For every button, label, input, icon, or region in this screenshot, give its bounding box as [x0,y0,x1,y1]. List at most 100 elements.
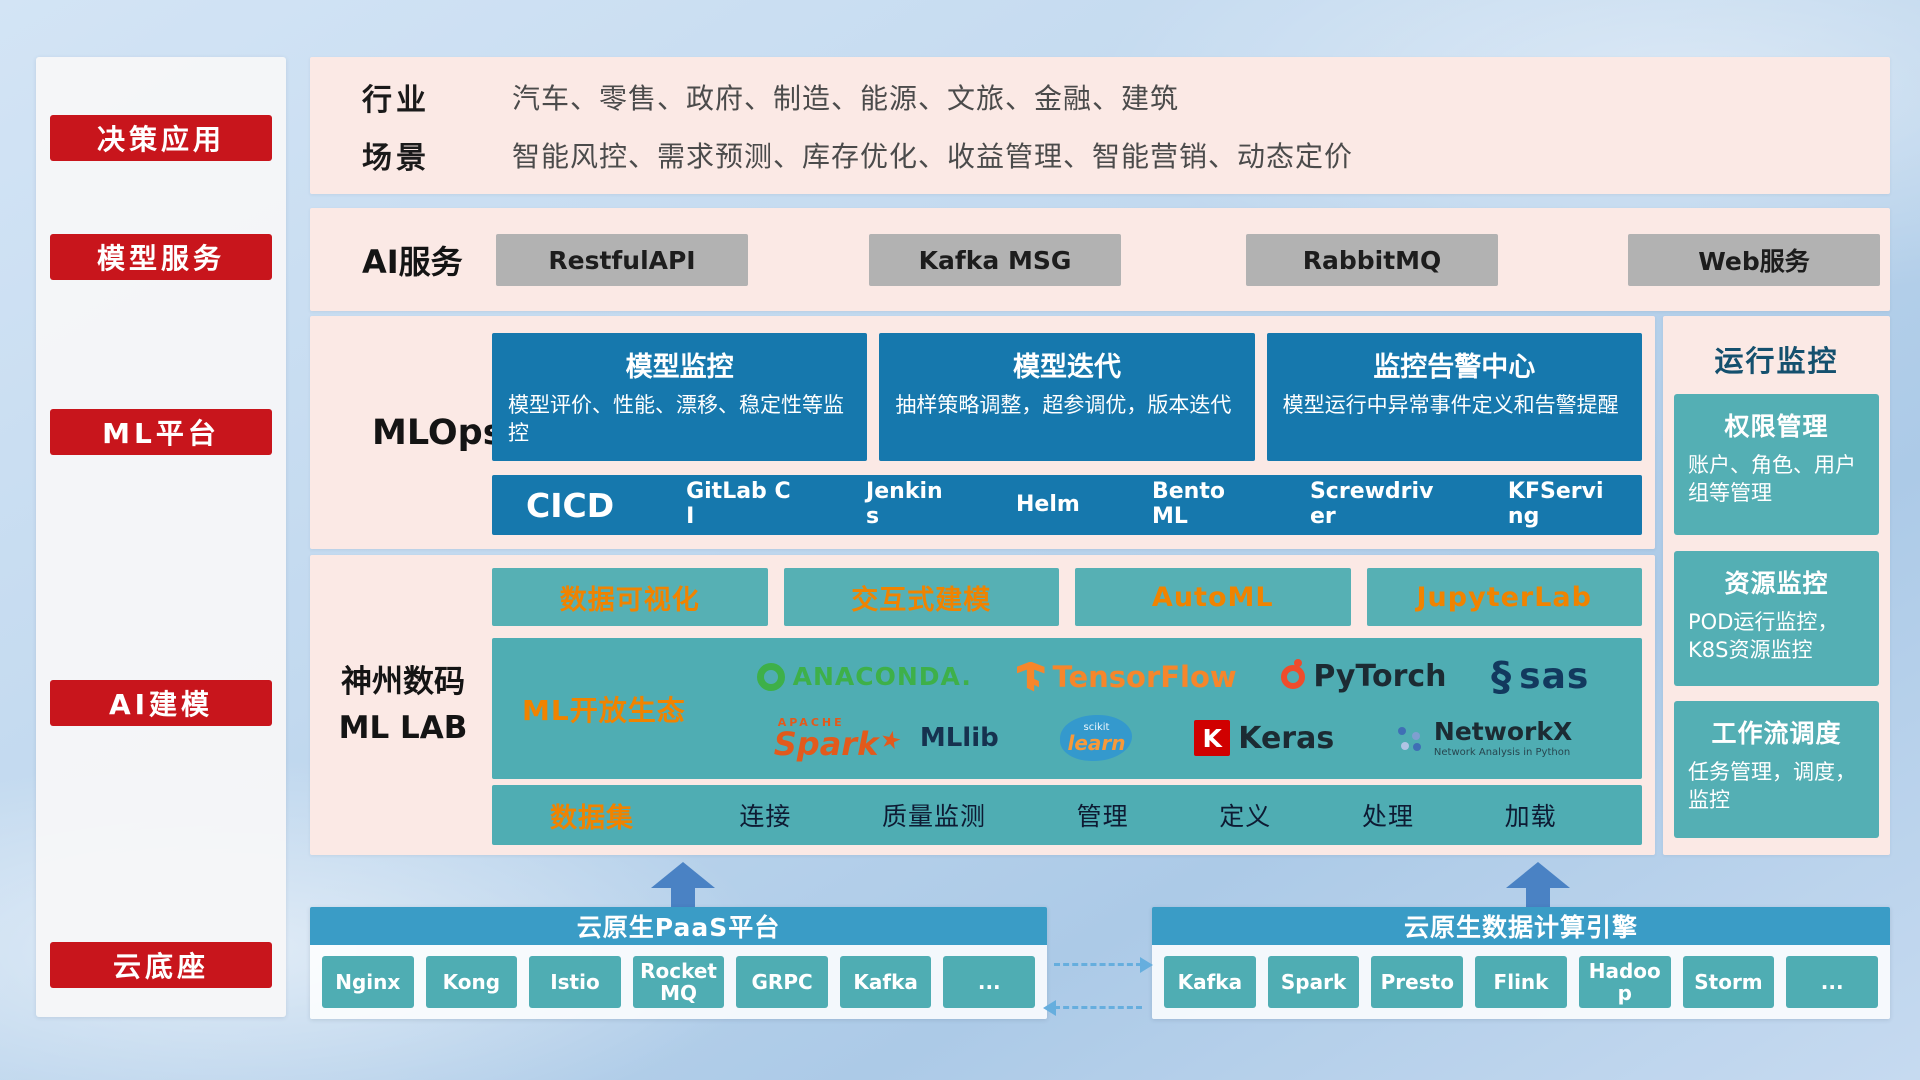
card-desc: 任务管理，调度，监控 [1688,760,1856,813]
sidebar-item-model-service[interactable]: 模型服务 [50,234,272,280]
service-chip-web[interactable]: Web服务 [1628,234,1880,286]
cicd-label: CICD [526,485,615,525]
scenario-row: 场景 智能风控、需求预测、库存优化、收益管理、智能营销、动态定价 [362,131,1866,179]
tensorflow-icon [1016,661,1045,692]
paas-chip-grpc[interactable]: GRPC [736,956,828,1008]
ai-service-panel: AI服务 RestfulAPI Kafka MSG RabbitMQ Web服务 [310,208,1890,311]
anaconda-logo: ANACONDA. [756,662,972,691]
dataset-item-connect: 连接 [739,802,792,831]
paas-body: Nginx Kong Istio RocketMQ GRPC Kafka ... [310,945,1047,1019]
tool-interactive-modeling[interactable]: 交互式建模 [783,568,1059,626]
paas-chip-istio[interactable]: Istio [529,956,621,1008]
scikit-learn-logo: scikit learn [1060,715,1133,761]
service-chip-restfulapi[interactable]: RestfulAPI [496,234,748,286]
industry-value: 汽车、零售、政府、制造、能源、文旅、金融、建筑 [512,82,1180,115]
run-monitoring-panel: 运行监控 权限管理 账户、角色、用户组等管理 资源监控 POD运行监控，K8S资… [1663,316,1890,855]
paas-chip-kafka[interactable]: Kafka [839,956,932,1008]
card-title: 权限管理 [1724,412,1829,441]
dataset-bar: 数据集 连接 质量监测 管理 定义 处理 加载 [492,785,1642,845]
sas-swoosh-icon: § [1491,653,1512,700]
cicd-bar: CICD GitLab CI Jenkins Helm BentoML Scre… [492,475,1642,535]
card-desc: POD运行监控，K8S资源监控 [1688,610,1839,663]
service-chip-rabbitmq[interactable]: RabbitMQ [1246,234,1498,286]
engine-chip-spark[interactable]: Spark [1267,956,1360,1008]
sas-logo: § sas [1491,656,1589,697]
logo-row-2: APACHE Spark ★ MLlib scikit learn [712,715,1634,761]
card-title: 模型监控 [625,352,734,383]
dataset-label: 数据集 [550,802,634,834]
sas-text: sas [1519,656,1590,697]
tool-data-visualization[interactable]: 数据可视化 [492,568,768,626]
card-desc: 模型评价、性能、漂移、稳定性等监控 [508,393,844,446]
engine-chip-hadoop[interactable]: Hadoop [1578,956,1671,1008]
engine-chip-kafka[interactable]: Kafka [1164,956,1256,1008]
spark-star-icon: ★ [877,723,905,756]
keras-icon: K [1194,720,1231,756]
sidebar-item-ml-platform[interactable]: ML平台 [50,409,272,455]
industry-row: 行业 汽车、零售、政府、制造、能源、文旅、金融、建筑 [362,73,1866,121]
networkx-text: NetworkX [1433,716,1573,746]
paas-chip-nginx[interactable]: Nginx [322,956,414,1008]
paas-chip-rocketmq[interactable]: RocketMQ [632,956,725,1008]
mlops-panel: MLOps 模型监控 模型评价、性能、漂移、稳定性等监控 模型迭代 抽样策略调整… [310,316,1655,549]
spark-wordmark: APACHE Spark ★ [773,717,905,763]
tensorflow-logo: TensorFlow [1016,659,1237,694]
dataset-item-manage: 管理 [1076,802,1129,831]
ml-ecosystem-logos: ANACONDA. TensorFlow PyTorch § sas [712,638,1634,779]
paas-chip-kong[interactable]: Kong [425,956,518,1008]
card-desc: 账户、角色、用户组等管理 [1688,453,1856,506]
mllab-tools-row: 数据可视化 交互式建模 AutoML JupyterLab [492,568,1642,626]
dataset-item-define: 定义 [1219,802,1272,831]
industry-label: 行业 [362,83,430,118]
card-alert-center: 监控告警中心 模型运行中异常事件定义和告警提醒 [1266,333,1642,461]
scenario-value: 智能风控、需求预测、库存优化、收益管理、智能营销、动态定价 [512,140,1354,173]
engine-chip-flink[interactable]: Flink [1475,956,1567,1008]
pytorch-logo: PyTorch [1281,658,1447,694]
pytorch-text: PyTorch [1313,659,1447,694]
ai-service-label: AI服务 [362,242,463,281]
up-arrow-paas [651,862,715,908]
data-engine-group: 云原生数据计算引擎 Kafka Spark Presto Flink Hadoo… [1152,907,1890,1019]
sidebar-item-decision-app[interactable]: 决策应用 [50,115,272,161]
scenario-label: 场景 [362,141,430,176]
sidebar-item-ai-modeling[interactable]: AI建模 [50,680,272,726]
networkx-subtitle: Network Analysis in Python [1433,746,1571,758]
mlops-cards: 模型监控 模型评价、性能、漂移、稳定性等监控 模型迭代 抽样策略调整，超参调优，… [492,333,1642,461]
tool-jupyterlab[interactable]: JupyterLab [1366,568,1642,626]
tool-automl[interactable]: AutoML [1075,568,1351,626]
anaconda-text: ANACONDA. [792,662,972,691]
sidebar-item-cloud-base[interactable]: 云底座 [50,942,272,988]
spark-text: Spark [773,724,879,763]
card-workflow-scheduling: 工作流调度 任务管理，调度，监控 [1674,701,1879,838]
card-model-iteration: 模型迭代 抽样策略调整，超参调优，版本迭代 [879,333,1255,461]
paas-title: 云原生PaaS平台 [310,907,1047,945]
engine-chip-presto[interactable]: Presto [1371,956,1464,1008]
dataset-item-load: 加载 [1504,802,1557,831]
mllab-panel: 神州数码 ML LAB 数据可视化 交互式建模 AutoML JupyterLa… [310,555,1655,855]
card-title: 资源监控 [1724,569,1829,598]
cicd-item-screwdriver: Screwdriver [1309,479,1434,529]
engine-chip-more[interactable]: ... [1786,956,1879,1008]
cicd-item-helm: Helm [1016,491,1080,517]
logo-row-1: ANACONDA. TensorFlow PyTorch § sas [712,656,1634,697]
cicd-item-kfserving: KFServing [1507,479,1604,529]
scikit-learn-text: learn [1067,731,1126,755]
card-desc: 模型运行中异常事件定义和告警提醒 [1282,393,1619,417]
card-title: 监控告警中心 [1373,352,1536,383]
ml-ecosystem-panel: ML开放生态 ANACONDA. TensorFlow PyTorch § sa… [492,638,1642,779]
ml-ecosystem-label: ML开放生态 [522,693,686,727]
data-engine-title: 云原生数据计算引擎 [1152,907,1890,945]
up-arrow-engine [1506,862,1570,908]
tensorflow-text: TensorFlow [1052,659,1237,694]
dataset-item-process: 处理 [1361,802,1414,831]
card-resource-monitoring: 资源监控 POD运行监控，K8S资源监控 [1674,551,1879,686]
mllab-label-line1: 神州数码 [341,663,465,700]
engine-chip-storm[interactable]: Storm [1682,956,1775,1008]
paas-chip-more[interactable]: ... [943,956,1036,1008]
scikit-top-text: scikit [1083,722,1110,733]
dataset-items: 连接 质量监测 管理 定义 处理 加载 [634,797,1642,833]
cicd-item-gitlab: GitLab CI [686,479,791,529]
mllab-label-line2: ML LAB [338,710,468,746]
card-title: 工作流调度 [1711,719,1842,748]
service-chip-kafka-msg[interactable]: Kafka MSG [869,234,1121,286]
